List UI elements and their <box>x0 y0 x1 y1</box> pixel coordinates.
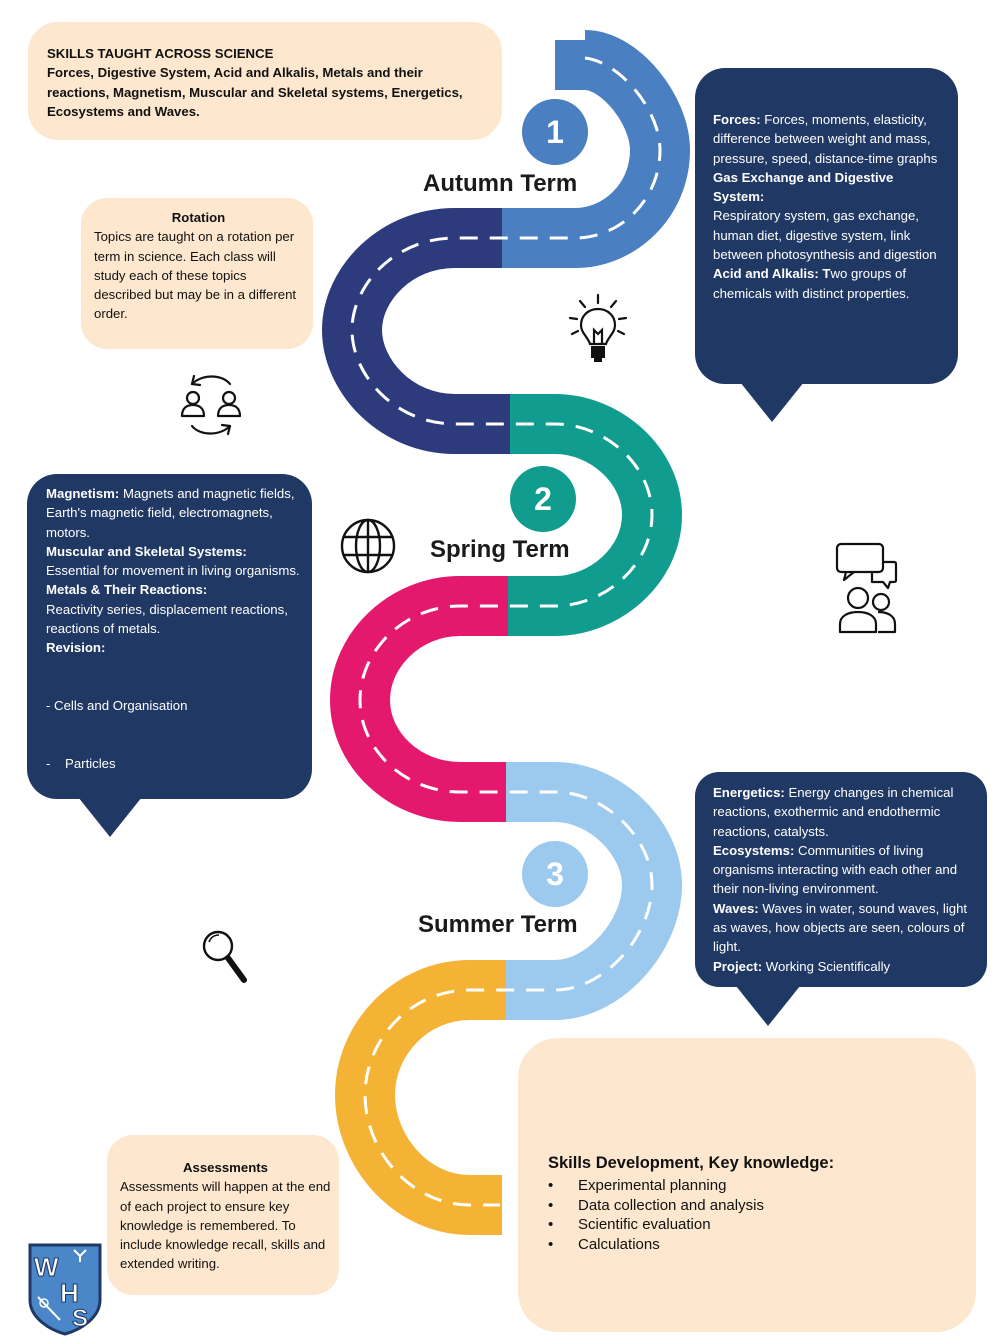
autumn-topics-box: Forces: Forces, moments, elasticity, dif… <box>695 68 958 384</box>
spring-term-label: Spring Term <box>430 536 570 563</box>
muscular-heading: Muscular and Skeletal Systems: <box>46 543 247 559</box>
revision-item: - Cells and Organisation <box>46 698 188 714</box>
summer-box-tail <box>736 986 800 1026</box>
revision-item: - Reproductive Systems <box>46 871 197 887</box>
discussion-icon <box>835 542 898 634</box>
globe-icon <box>340 518 396 574</box>
skills-development-title: Skills Development, Key knowledge: <box>548 1154 835 1172</box>
term-1-number: 1 <box>522 99 588 165</box>
assessments-text: Assessments will happen at the end of ea… <box>120 1179 331 1272</box>
svg-text:S: S <box>72 1305 88 1332</box>
magnetism-topic: Magnetism: Magnets and magnetic fields, … <box>46 486 295 540</box>
revision-item: - Particles <box>46 756 116 772</box>
gas-exchange-text: Respiratory system, gas exchange, human … <box>713 208 937 263</box>
metals-text: Reactivity series, displacement reaction… <box>46 601 288 637</box>
ecosystems-topic: Ecosystems: Communities of living organi… <box>713 842 958 897</box>
acid-alkalis-topic: Acid and Alkalis: Two groups of chemical… <box>713 266 910 301</box>
revision-list: - Cells and Organisation - Particles - P… <box>46 658 302 1044</box>
project-topic: Project: Working Scientifically <box>713 958 891 974</box>
skills-item: Data collection and analysis <box>548 1196 966 1216</box>
skills-item: Calculations <box>548 1235 966 1255</box>
autumn-box-tail <box>740 382 804 422</box>
forces-topic: Forces: Forces, moments, elasticity, dif… <box>713 112 938 166</box>
skills-taught-box: SKILLS TAUGHT ACROSS SCIENCE Forces, Dig… <box>28 22 502 140</box>
road-spring-bottom <box>329 576 508 822</box>
metals-heading: Metals & Their Reactions: <box>46 582 208 598</box>
lightbulb-icon <box>568 293 628 362</box>
svg-text:H: H <box>60 1278 79 1308</box>
assessments-title: Assessments <box>182 1160 269 1175</box>
skills-item: Scientific evaluation <box>548 1215 966 1235</box>
spring-topics-box: Magnetism: Magnets and magnetic fields, … <box>27 474 312 1003</box>
school-logo: W H S <box>28 1243 102 1336</box>
muscular-text: Essential for movement in living organis… <box>46 563 300 579</box>
revision-heading: Revision: <box>46 640 106 656</box>
waves-topic: Waves: Waves in water, sound waves, ligh… <box>713 900 968 955</box>
skills-taught-text: Forces, Digestive System, Acid and Alkal… <box>47 65 463 119</box>
rotation-title: Rotation <box>171 210 226 225</box>
revision-item: - Acids and Alkalis <box>46 987 164 1003</box>
autumn-term-label: Autumn Term <box>423 170 578 197</box>
assessments-box: Assessments Assessments will happen at t… <box>107 1135 339 1295</box>
energetics-topic: Energetics: Energy changes in chemical r… <box>713 785 954 839</box>
magnifier-icon <box>202 930 247 983</box>
term-3-number: 3 <box>522 841 588 907</box>
skills-taught-title: SKILLS TAUGHT ACROSS SCIENCE <box>47 46 274 61</box>
rotation-text: Topics are taught on a rotation per term… <box>94 229 297 322</box>
rotation-box: Rotation Topics are taught on a rotation… <box>81 198 313 349</box>
skills-item: Experimental planning <box>548 1176 966 1196</box>
summer-topics-box: Energetics: Energy changes in chemical r… <box>695 772 987 987</box>
summer-term-label: Summer Term <box>418 911 578 938</box>
gas-exchange-heading: Gas Exchange and Digestive System: <box>713 169 894 205</box>
road-summer-bottom <box>334 960 506 1235</box>
road-autumn-bottom <box>321 208 510 454</box>
skills-development-box: Skills Development, Key knowledge: Exper… <box>518 1038 976 1332</box>
spring-box-tail <box>78 797 142 837</box>
road-center-line <box>350 56 662 1207</box>
logo-letters: W <box>34 1252 59 1282</box>
skills-list: Experimental planning Data collection an… <box>548 1176 966 1254</box>
rotation-people-icon <box>180 374 242 436</box>
revision-item: - Ecosystems <box>46 929 137 945</box>
term-2-number: 2 <box>510 466 576 532</box>
